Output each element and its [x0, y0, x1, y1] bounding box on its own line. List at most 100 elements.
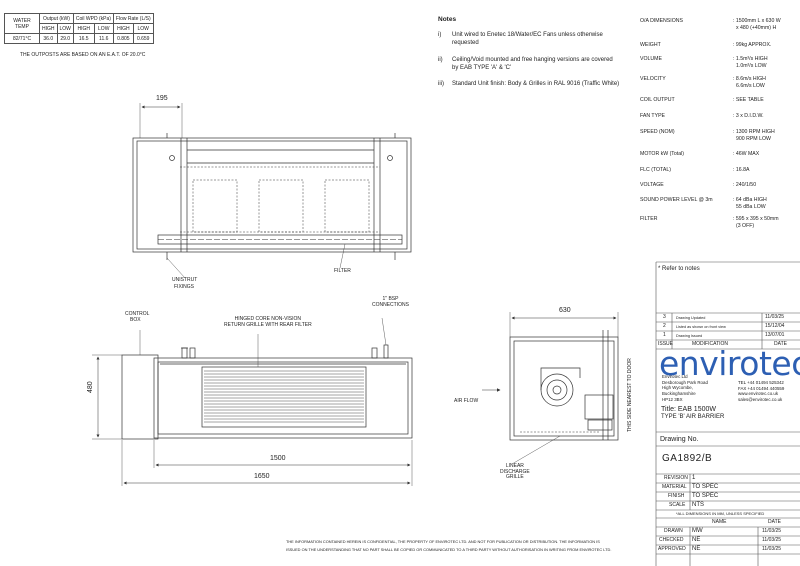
hinged-grille-label: HINGED CORE NON-VISION RETURN GRILLE WIT…: [224, 316, 312, 328]
spec-label: WEIGHT: [640, 42, 661, 48]
drawing-title-1: Title: EAB 1500W: [661, 406, 716, 413]
spec-value-2: 6.6m/s LOW: [736, 83, 765, 89]
finish-value: TO SPEC: [692, 493, 719, 499]
finish-label: FINISH: [668, 493, 685, 499]
spec-label: VELOCITY: [640, 76, 666, 82]
dim-1500: 1500: [270, 455, 286, 462]
spec-value: : 16.8A: [733, 167, 750, 173]
fixings-label: FIXINGS: [174, 284, 195, 290]
air-flow-label: AIR FLOW: [454, 398, 479, 404]
note-line: requested: [452, 40, 479, 47]
spec-label: SPEED (NOM): [640, 129, 675, 135]
approved-label: APPROVED: [658, 546, 686, 552]
note-3: iii) Standard Unit finish: Body & Grilles…: [438, 80, 619, 88]
dim-480: 480: [87, 381, 94, 393]
address-line: High Wycombe,: [662, 385, 693, 391]
door-side-note: THIS SIDE NEAREST TO DOOR: [627, 358, 633, 432]
approved-name: NE: [692, 546, 701, 552]
spec-label: VOLUME: [640, 56, 662, 62]
note-line: Standard Unit finish: Body & Grilles in …: [452, 81, 620, 87]
revision-label: REVISION: [664, 475, 688, 481]
rev-h-issue: ISSUE: [658, 341, 674, 347]
plan-view: [132, 103, 412, 279]
company-contact: TEL +44 01494 525342 FAX +44 01494 44055…: [738, 380, 784, 403]
checked-label: CHECKED: [659, 537, 684, 543]
unistrut-label: UNISTRUT: [172, 277, 198, 283]
spec-value-2: x 480 (+40mm) H: [736, 25, 777, 31]
note-line: Unit wired to Enetec 18/Water/EC Fans un…: [452, 32, 603, 38]
rev-date: 13/07/01: [765, 332, 785, 338]
rev-h-mod: MODIFICATION: [692, 341, 729, 347]
spec-value: : SEE TABLE: [733, 97, 764, 103]
spec-row: FLC (TOTAL): 16.8A: [640, 167, 798, 181]
refer-note: * Refer to notes: [658, 266, 700, 272]
spec-value: : 8.6m/s HIGH: [733, 76, 766, 82]
spec-label: MOTOR kW (Total): [640, 151, 684, 157]
spec-value: : 595 x 395 x 50mm: [733, 216, 779, 222]
address-line: Buckinghamshire: [662, 391, 696, 397]
row-temp: 82/71°C: [4, 33, 40, 44]
spec-row: FAN TYPE: 3 x D.I.D.W.: [640, 113, 798, 127]
spec-value: : 240/1/50: [733, 182, 757, 188]
drawing-no-label: Drawing No.: [660, 436, 699, 443]
note-line: by EAB TYPE 'A' & 'C': [452, 65, 512, 72]
material-value: TO SPEC: [692, 484, 719, 490]
confidentiality-line-2: ISSUED ON THE UNDERSTANDING THAT NO PART…: [286, 547, 612, 552]
company-email: sales@envirotec.co.uk: [738, 397, 783, 403]
note-2: ii) Ceiling/Void mounted and free hanging…: [438, 56, 613, 72]
confidentiality-line-1: THE INFORMATION CONTAINED HEREIN IS CONF…: [286, 539, 600, 544]
rev-date: 15/12/04: [765, 323, 785, 329]
address-line: Envirotec Ltd: [662, 374, 688, 379]
drawn-label: DRAWN: [664, 528, 683, 534]
rev-issue: 2: [663, 323, 666, 329]
th-name: NAME: [712, 519, 727, 525]
drawing-no: GA1892/B: [662, 453, 713, 464]
revision-value: 1: [692, 475, 696, 481]
linear-grille-label: LINEAR DISCHARGE GRILLE: [500, 463, 530, 481]
drawing-title-2: TYPE 'B' AIR BARRIER: [661, 414, 725, 420]
spec-label: FILTER: [640, 216, 658, 222]
note-line: Ceiling/Void mounted and free hanging ve…: [452, 57, 613, 63]
checked-name: NE: [692, 537, 701, 543]
spec-row: COIL OUTPUT : SEE TABLE: [640, 97, 798, 111]
spec-label: COIL OUTPUT: [640, 97, 675, 103]
spec-value: : 99kg APPROX.: [733, 42, 772, 48]
spec-value: : 46W MAX: [733, 151, 760, 157]
hinged-line: RETURN GRILLE WITH REAR FILTER: [224, 321, 312, 328]
drawn-date: 11/03/25: [762, 528, 782, 534]
spec-label: SOUND POWER LEVEL @ 3m: [640, 197, 713, 203]
side-view: [482, 312, 619, 465]
spec-row: FILTER : 595 x 395 x 50mm(3 OFF): [640, 216, 798, 230]
bsp-line: CONNECTIONS: [372, 301, 409, 308]
spec-value: : 1300 RPM HIGH: [733, 129, 775, 135]
note-num: iii): [438, 81, 444, 87]
company-web: www.envirotec.co.uk: [738, 391, 779, 397]
drawn-name: MW: [692, 528, 703, 534]
spec-value-2: (3 OFF): [736, 223, 755, 229]
cell-wpd-low: 11.6: [93, 33, 114, 44]
spec-value: : 3 x D.I.D.W.: [733, 113, 764, 119]
cell-flow-low: 0.659: [132, 33, 154, 44]
performance-table: WATER TEMP Output (kW) Coil WPD (kPa) Fl…: [4, 13, 154, 44]
rev-mod: Listed as shown on front view: [676, 325, 726, 329]
company-address: Envirotec Ltd Desborough Park Road High …: [662, 374, 708, 403]
filter-label: FILTER: [334, 268, 351, 274]
spec-row: MOTOR kW (Total) : 46W MAX: [640, 151, 798, 165]
checked-date: 11/03/25: [762, 537, 782, 543]
address-line: HP12 3BX: [662, 396, 683, 402]
cell-output-low: 29.0: [56, 33, 74, 44]
spec-value: : 64 dBa HIGH: [733, 197, 767, 203]
rev-h-date: DATE: [774, 341, 787, 347]
material-label: MATERIAL: [662, 484, 687, 490]
spec-value-2: 1.0m³/s LOW: [736, 63, 767, 69]
spec-value: : 1.5m³/s HIGH: [733, 56, 768, 62]
spec-row: VOLTAGE: 240/1/50: [640, 182, 798, 196]
spec-row: WEIGHT : 99kg APPROX.: [640, 42, 798, 56]
note-num: ii): [438, 57, 443, 63]
